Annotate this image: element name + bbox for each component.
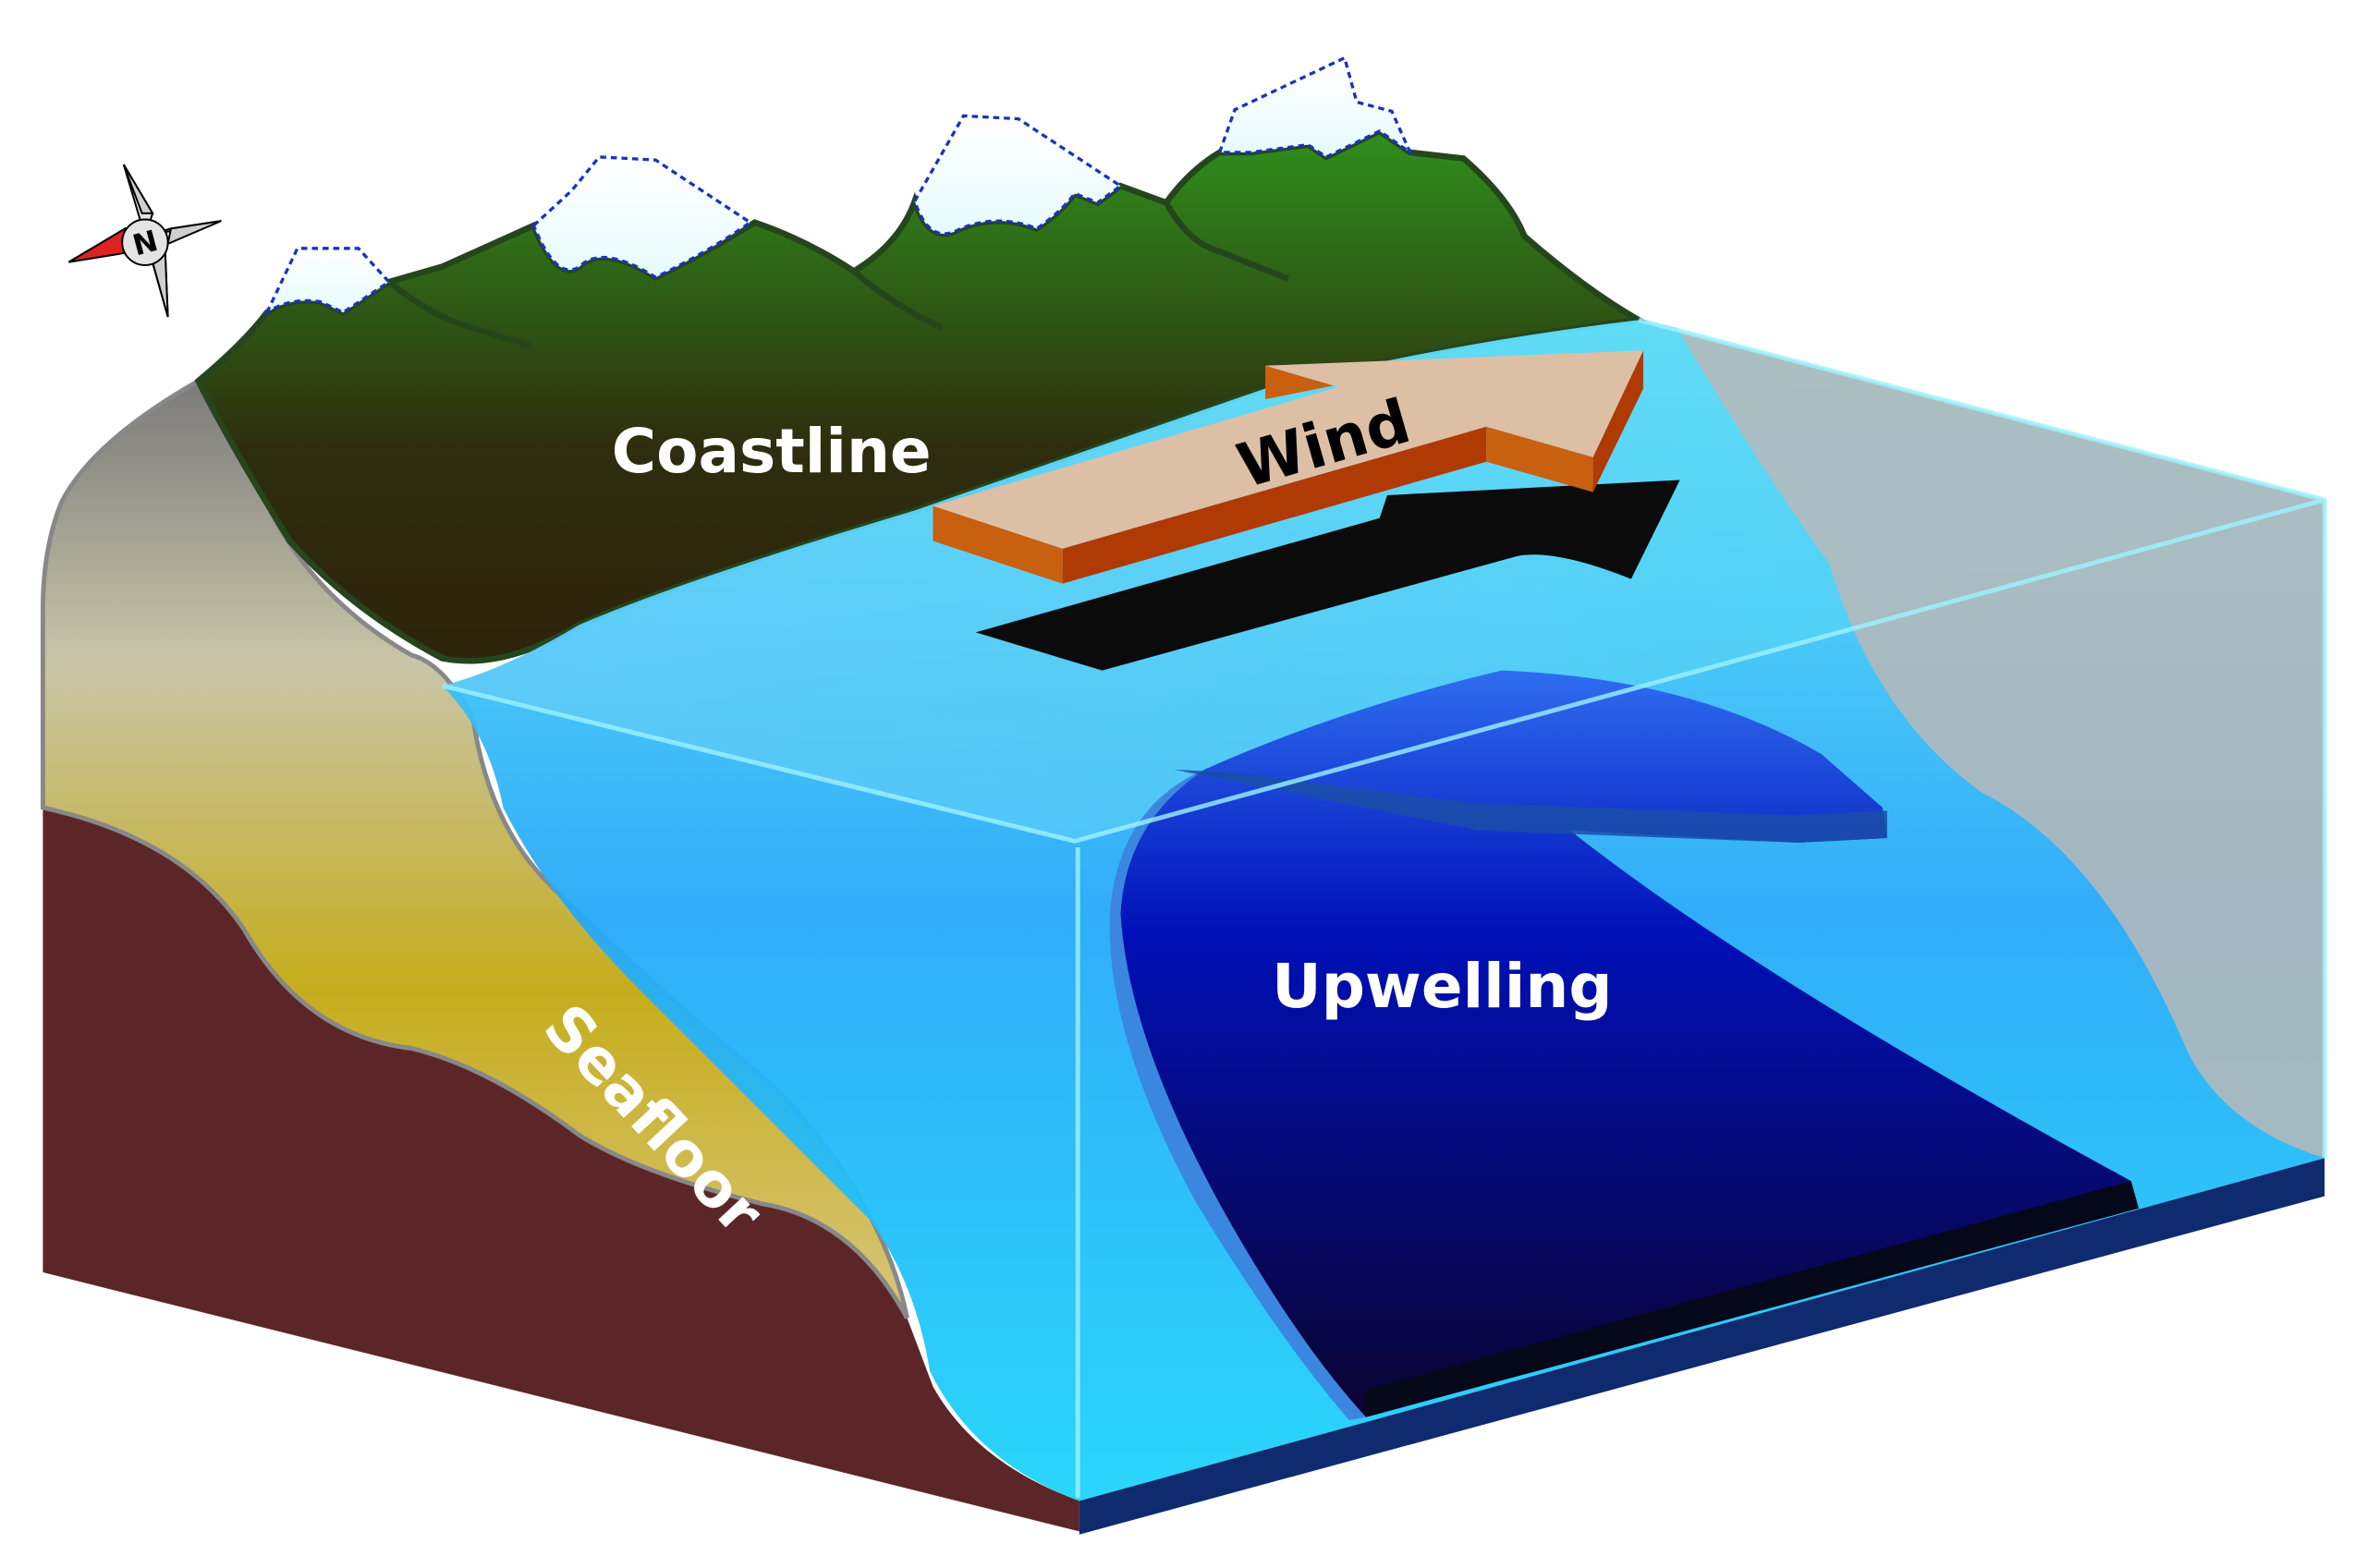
upwelling-bottom <box>1365 1181 2140 1417</box>
box-side-panel <box>1639 320 2325 1159</box>
ridge-lines <box>386 201 1290 349</box>
wind-arrow <box>933 350 1644 584</box>
coastline-label: Coastline <box>612 416 932 487</box>
box-edges <box>441 317 2327 1499</box>
upwelling-label: Upwelling <box>1272 951 1612 1022</box>
upwelling-current <box>1120 670 2140 1417</box>
upwelling-edge <box>1109 769 1366 1421</box>
seafloor-bedrock <box>43 808 1079 1532</box>
upwelling-return-flow <box>1174 769 1887 843</box>
compass-rose-icon: N <box>67 164 222 318</box>
wind-arrow-shadow <box>975 480 1680 671</box>
snow-caps <box>262 55 1414 317</box>
box-bottom-edge <box>1079 1158 2325 1535</box>
